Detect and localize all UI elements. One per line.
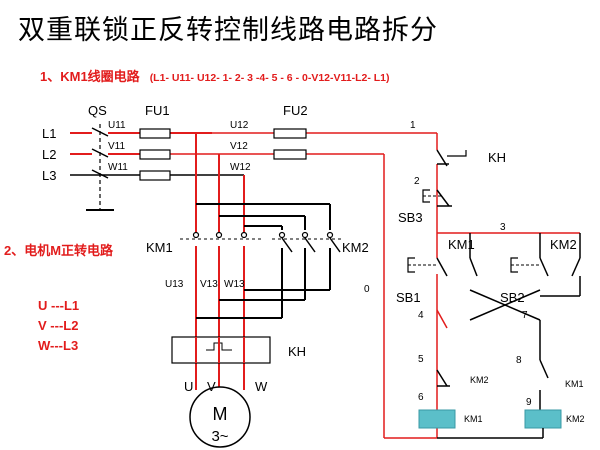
km2-aux-label: KM2: [550, 237, 577, 252]
km1-interlock-label: KM1: [565, 379, 584, 389]
km2-main-label: KM2: [342, 240, 369, 255]
node-6-label: 6: [418, 392, 424, 403]
fu2-fuses: [273, 128, 307, 160]
v13-label: V13: [200, 279, 218, 290]
w13-label: W13: [224, 279, 245, 290]
node-5-label: 5: [418, 354, 424, 365]
node-7-label: 7: [522, 310, 528, 321]
kh-main-element: [171, 336, 271, 364]
fu2-label: FU2: [283, 103, 308, 118]
sb2-label: SB2: [500, 290, 525, 305]
km1-main-contacts: [180, 231, 262, 240]
w12-label: W12: [230, 162, 251, 173]
phase-map-w: W---L3: [38, 338, 79, 353]
motor-3-label: 3~: [211, 428, 228, 445]
l3-label: L3: [42, 168, 56, 183]
km2-interlock-label: KM2: [470, 375, 489, 385]
l1-label: L1: [42, 126, 56, 141]
fu1-fuses: [139, 128, 171, 181]
sb1-label: SB1: [396, 290, 421, 305]
km1-coil-label: KM1: [464, 414, 483, 424]
w-terminal-label: W: [255, 379, 268, 394]
km1-main-label: KM1: [146, 240, 173, 255]
km1-aux-label: KM1: [448, 237, 475, 252]
section1-sequence: (L1- U11- U12- 1- 2- 3 -4- 5 - 6 - 0-V12…: [149, 72, 390, 84]
v11-label: V11: [108, 141, 125, 152]
section2-label: 2、电机M正转电路: [4, 243, 114, 258]
motor-m-label: M: [213, 404, 228, 424]
motor: [189, 386, 251, 448]
main-circuit-through-kh: [195, 337, 245, 363]
node-0-label: 0: [364, 284, 370, 295]
section1-heading: 1、KM1线圈电路 (L1- U11- U12- 1- 2- 3 -4- 5 - …: [40, 66, 390, 85]
u13-label: U13: [165, 279, 184, 290]
diagram-labels: QS FU1 FU2 L1 L2 L3 U11 V11 W11 U12 V12 …: [42, 103, 585, 445]
u12-label: U12: [230, 120, 249, 131]
node-9-label: 9: [526, 397, 532, 408]
node-8-label: 8: [516, 355, 522, 366]
control-rung-km1: [383, 133, 580, 439]
qs-switch: [86, 124, 114, 211]
sb3-label: SB3: [398, 210, 423, 225]
phase-map-u: U ---L1: [38, 298, 80, 313]
kh-main-label: KH: [288, 344, 306, 359]
v12-label: V12: [230, 141, 248, 152]
kh-control-contact: [436, 149, 467, 167]
v-terminal-label: V: [207, 379, 216, 394]
node-3-label: 3: [500, 222, 506, 233]
u-terminal-label: U: [184, 379, 193, 394]
u11-label: U11: [108, 120, 126, 131]
sb3-stop-button: [422, 189, 452, 207]
phase-map-v: V ---L2: [38, 318, 79, 333]
section1-label: 1、KM1线圈电路: [40, 69, 140, 84]
node-2-label: 2: [414, 176, 420, 187]
interlock-cross: [436, 289, 541, 329]
control-rung-km2: [510, 233, 581, 410]
km2-main-contacts: [272, 231, 342, 253]
node-1-label: 1: [410, 120, 416, 131]
l2-label: L2: [42, 147, 56, 162]
page-title: 双重联锁正反转控制线路电路拆分: [18, 15, 438, 45]
km1-aux-contact: [469, 233, 478, 277]
sb1-start-button: [407, 257, 448, 277]
w11-label: W11: [108, 162, 128, 173]
phase-mapping: U ---L1 V ---L2 W---L3: [38, 296, 79, 356]
km2-coil-label: KM2: [566, 414, 585, 424]
qs-label: QS: [88, 103, 107, 118]
node-4-label: 4: [418, 310, 424, 321]
coils: [418, 409, 562, 439]
kh-control-label: KH: [488, 150, 506, 165]
km2-branch-wiring: [196, 203, 331, 319]
fu1-label: FU1: [145, 103, 170, 118]
km2-interlock-contact: [436, 369, 450, 387]
